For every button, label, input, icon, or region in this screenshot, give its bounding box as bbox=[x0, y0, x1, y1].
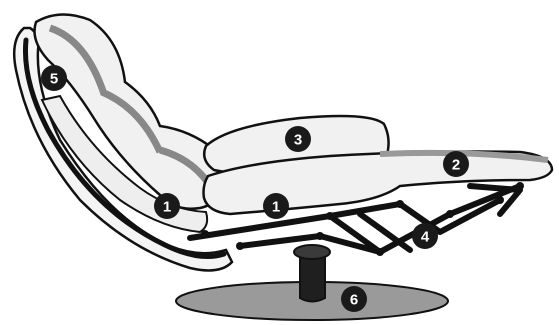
callout-footrest: 2 bbox=[443, 151, 469, 177]
svg-text:6: 6 bbox=[350, 292, 358, 309]
svg-text:1: 1 bbox=[163, 199, 171, 216]
svg-text:3: 3 bbox=[294, 132, 302, 149]
callout-seat-center: 1 bbox=[263, 193, 289, 219]
svg-text:4: 4 bbox=[421, 229, 430, 246]
svg-text:1: 1 bbox=[272, 199, 280, 216]
callout-mechanism: 4 bbox=[412, 223, 438, 249]
pedestal-collar bbox=[294, 245, 330, 259]
callout-seat-left: 1 bbox=[154, 193, 180, 219]
callout-armrest: 3 bbox=[285, 126, 311, 152]
svg-text:2: 2 bbox=[452, 157, 460, 174]
svg-text:5: 5 bbox=[50, 71, 58, 88]
callout-headrest-frame: 5 bbox=[41, 65, 67, 91]
callout-base: 6 bbox=[341, 286, 367, 312]
